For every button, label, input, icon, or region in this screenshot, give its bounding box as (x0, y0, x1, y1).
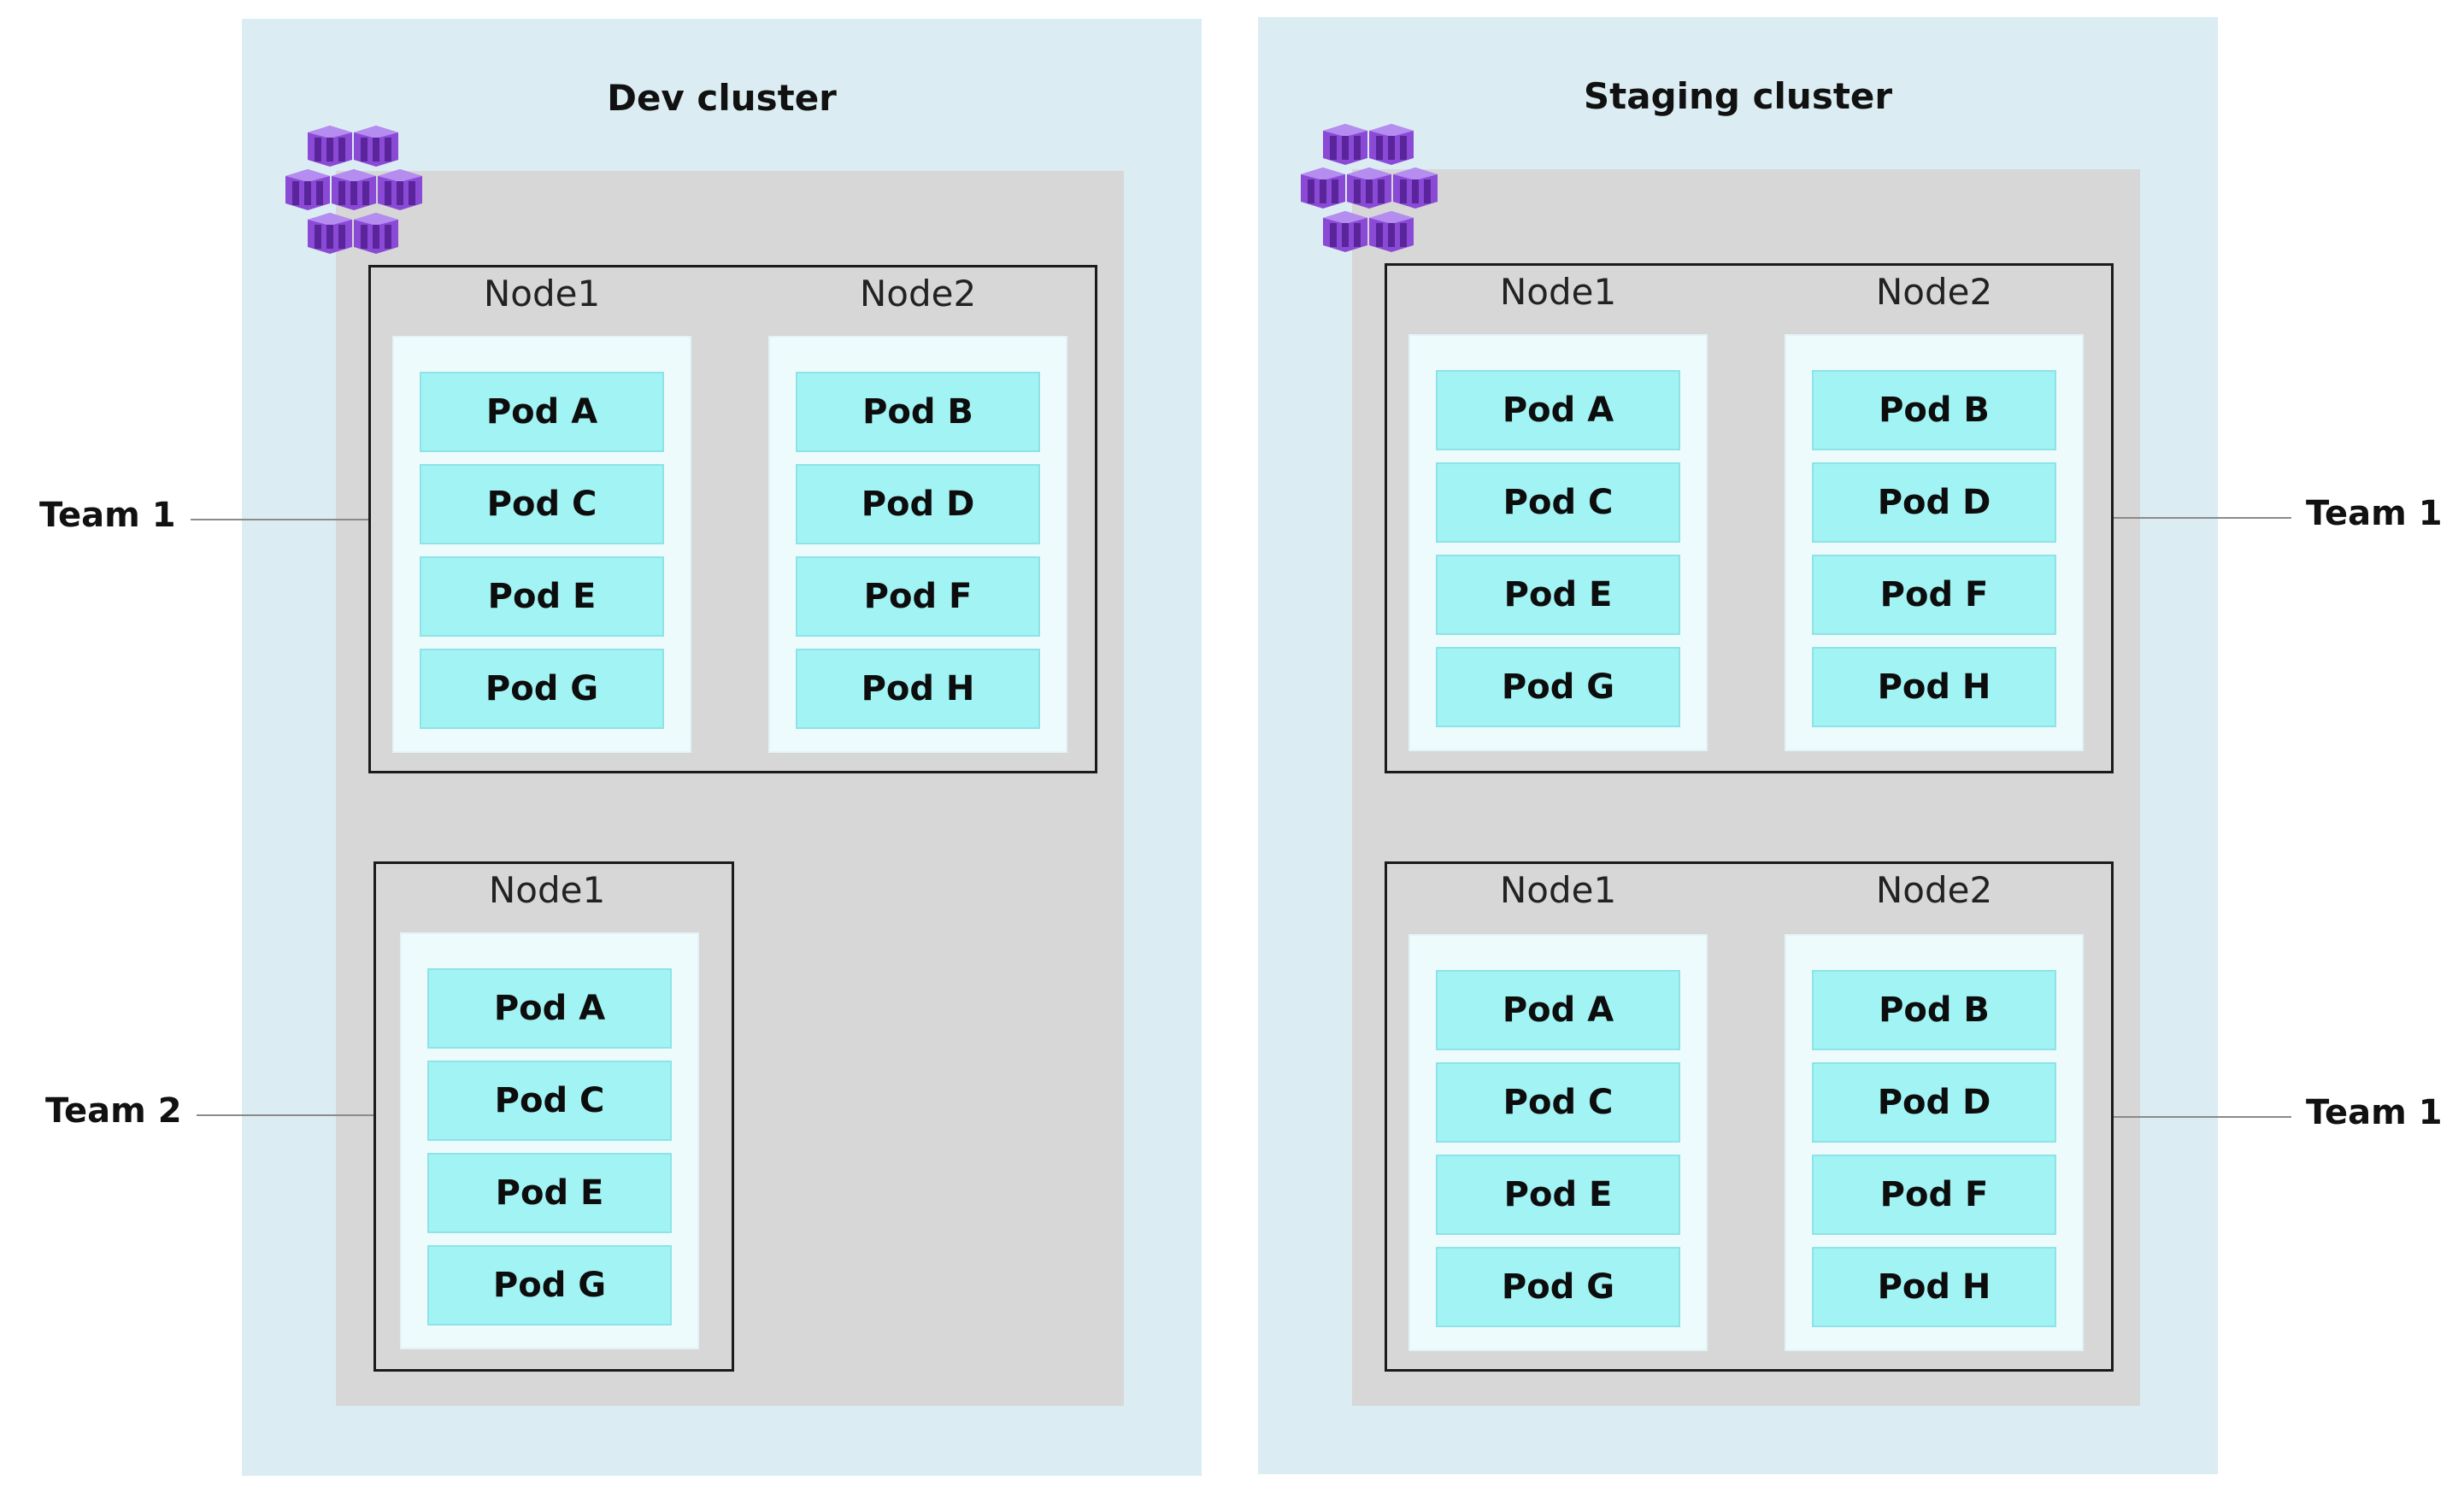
node-label: Node1 (483, 273, 601, 314)
pod: Pod G (420, 649, 664, 729)
kubernetes-cluster-icon (285, 126, 422, 254)
pod: Pod E (427, 1153, 672, 1233)
pod: Pod D (1812, 1062, 2056, 1143)
node-panel: Pod B Pod D Pod F Pod H (1785, 334, 2084, 751)
pod: Pod G (1436, 647, 1680, 727)
pod: Pod H (1812, 1247, 2056, 1327)
node-label: Node1 (1499, 869, 1617, 911)
pod: Pod C (1436, 1062, 1680, 1143)
pod: Pod E (420, 556, 664, 637)
pod: Pod F (1812, 555, 2056, 635)
pod: Pod D (796, 464, 1040, 544)
node-panel: Pod A Pod C Pod E Pod G (392, 336, 691, 753)
pod: Pod B (1812, 370, 2056, 450)
pod: Pod F (1812, 1155, 2056, 1235)
node-panel: Pod B Pod D Pod F Pod H (768, 336, 1067, 753)
connector-line (2114, 517, 2291, 519)
pod: Pod H (1812, 647, 2056, 727)
pod: Pod A (1436, 970, 1680, 1050)
connector-line (191, 519, 368, 520)
pod: Pod E (1436, 1155, 1680, 1235)
node-label: Node2 (859, 273, 977, 314)
pod: Pod C (420, 464, 664, 544)
pod: Pod G (427, 1245, 672, 1325)
pod: Pod D (1812, 462, 2056, 543)
dev-team1-node-group: Node1 Node2 Pod A Pod C Pod E Pod G Pod … (368, 265, 1097, 773)
node-panel: Pod A Pod C Pod E Pod G (1408, 934, 1708, 1351)
dev-cluster-title: Dev cluster (607, 77, 837, 119)
pod: Pod A (427, 968, 672, 1049)
connector-line (197, 1114, 373, 1116)
dev-team2-node-group: Node1 Pod A Pod C Pod E Pod G (373, 861, 734, 1372)
node-label: Node1 (1499, 271, 1617, 313)
pod: Pod H (796, 649, 1040, 729)
pod: Pod C (1436, 462, 1680, 543)
staging-cluster-title: Staging cluster (1583, 75, 1893, 117)
pod: Pod A (1436, 370, 1680, 450)
node-label: Node2 (1875, 271, 1993, 313)
connector-line (2114, 1116, 2291, 1118)
team-label: Team 1 (39, 496, 176, 535)
team-label: Team 2 (45, 1091, 182, 1131)
staging-team1-node-group: Node1 Node2 Pod A Pod C Pod E Pod G Pod … (1385, 263, 2114, 773)
pod: Pod G (1436, 1247, 1680, 1327)
team-label: Team 1 (2306, 1093, 2443, 1132)
node-panel: Pod A Pod C Pod E Pod G (1408, 334, 1708, 751)
node-label: Node1 (488, 869, 606, 911)
team-label: Team 1 (2306, 494, 2443, 533)
node-panel: Pod B Pod D Pod F Pod H (1785, 934, 2084, 1351)
kubernetes-cluster-icon (1301, 124, 1438, 252)
node-label: Node2 (1875, 869, 1993, 911)
pod: Pod B (1812, 970, 2056, 1050)
pod: Pod E (1436, 555, 1680, 635)
staging-team1-second-node-group: Node1 Node2 Pod A Pod C Pod E Pod G Pod … (1385, 861, 2114, 1372)
pod: Pod A (420, 372, 664, 452)
pod: Pod B (796, 372, 1040, 452)
pod: Pod F (796, 556, 1040, 637)
pod: Pod C (427, 1061, 672, 1141)
node-panel: Pod A Pod C Pod E Pod G (400, 932, 699, 1349)
